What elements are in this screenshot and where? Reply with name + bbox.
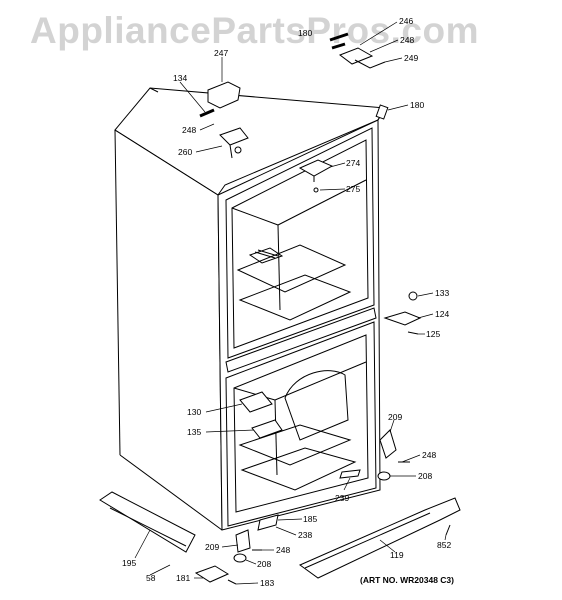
callout-275: 275 <box>346 184 360 194</box>
leader-lines <box>134 21 447 585</box>
callout-134: 134 <box>173 73 187 83</box>
callout-208-right: 208 <box>418 471 432 481</box>
callout-208-bottom: 208 <box>257 559 271 569</box>
callout-238: 238 <box>298 530 312 540</box>
callout-180-right: 180 <box>410 100 424 110</box>
callout-248-right: 248 <box>422 450 436 460</box>
base-grille <box>298 497 461 579</box>
callout-181: 181 <box>176 573 190 583</box>
bottom-hinge-right <box>377 429 410 481</box>
callout-248-bottom: 248 <box>276 545 290 555</box>
callout-274: 274 <box>346 158 360 168</box>
cabinet-body <box>114 87 386 531</box>
callout-124: 124 <box>435 309 449 319</box>
callout-119: 119 <box>390 550 404 560</box>
callout-183: 183 <box>260 578 274 588</box>
top-hinge-right <box>329 32 386 69</box>
callout-239: 239 <box>335 493 349 503</box>
callout-247: 247 <box>214 48 228 58</box>
callout-209-right: 209 <box>388 412 402 422</box>
callout-246: 246 <box>399 16 413 26</box>
mullion <box>225 307 377 373</box>
fresh-food-liner <box>225 127 375 359</box>
icemaker-parts <box>239 391 283 439</box>
bracket-274 <box>298 159 334 193</box>
art-number: (ART NO. WR20348 C3) <box>360 575 454 585</box>
toe-plate <box>99 491 196 553</box>
callout-249: 249 <box>404 53 418 63</box>
callout-58: 58 <box>146 573 156 583</box>
freezer-liner <box>225 321 377 527</box>
callout-195: 195 <box>122 558 136 568</box>
callout-125: 125 <box>426 329 440 339</box>
center-hinge <box>383 291 422 335</box>
callout-260: 260 <box>178 147 192 157</box>
callout-135: 135 <box>187 427 201 437</box>
callout-180-top: 180 <box>298 28 312 38</box>
callout-133: 133 <box>435 288 449 298</box>
watermark: AppliancePartsPros.com <box>30 10 479 51</box>
callout-209-left: 209 <box>205 542 219 552</box>
bottom-hinge-left <box>233 514 279 563</box>
callout-labels: 246 180 248 249 247 134 180 248 260 274 … <box>122 16 454 588</box>
top-hinge-left <box>199 81 249 159</box>
callout-185: 185 <box>303 514 317 524</box>
leveling-leg <box>194 565 237 585</box>
callout-852: 852 <box>437 540 451 550</box>
callout-248-top: 248 <box>400 35 414 45</box>
callout-130: 130 <box>187 407 201 417</box>
callout-248-left: 248 <box>182 125 196 135</box>
